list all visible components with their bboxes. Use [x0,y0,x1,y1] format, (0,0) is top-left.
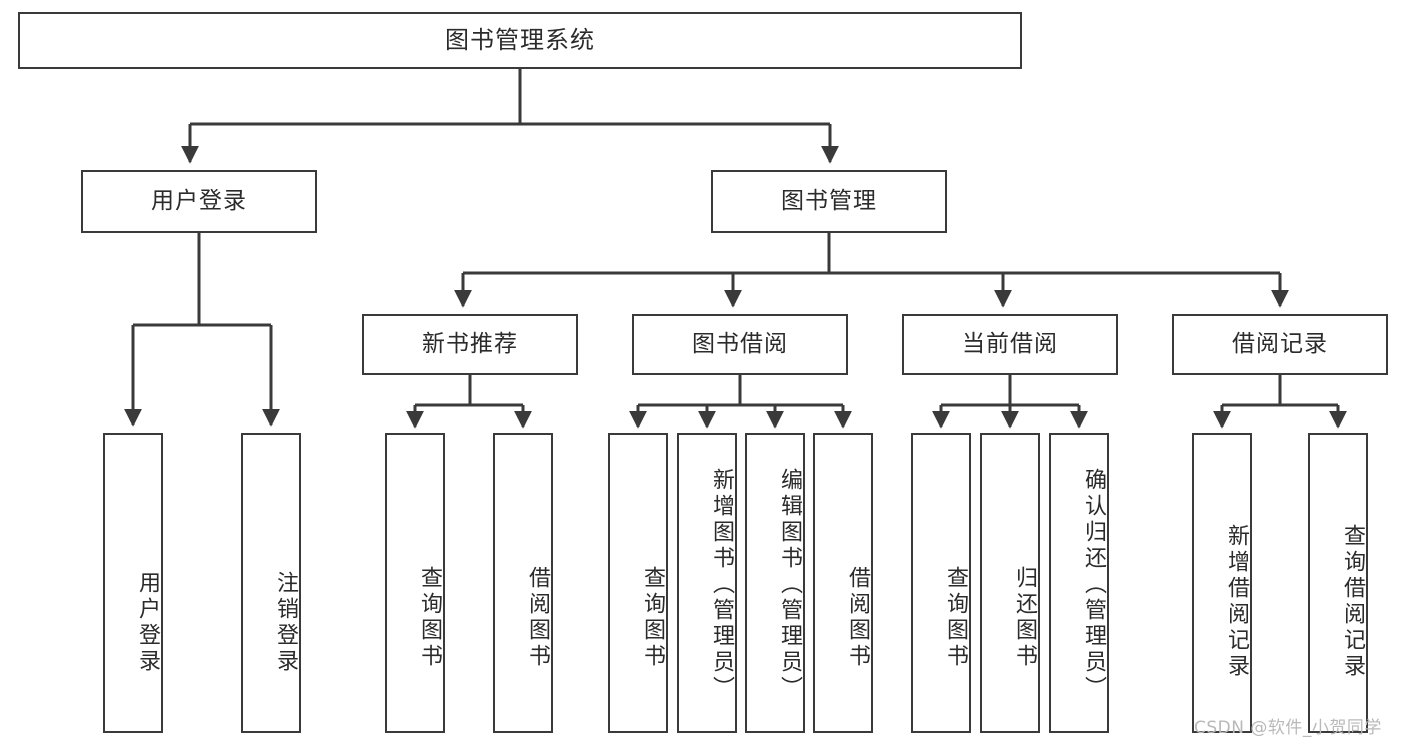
leaf-query-book-1[interactable]: 查询图书 [385,433,445,733]
leaf-borrow-book-1[interactable]: 借阅图书 [493,433,553,733]
node-new-book-recommend[interactable]: 新书推荐 [362,314,578,375]
node-current-borrow[interactable]: 当前借阅 [902,314,1118,375]
leaf-query-book-3[interactable]: 查询图书 [911,433,971,733]
leaf-user-login[interactable]: 用户登录 [103,433,163,733]
node-user-login[interactable]: 用户登录 [81,170,317,233]
edges [124,68,1347,429]
leaf-add-book[interactable]: 新增图书（管理员） [677,433,737,733]
leaf-query-record[interactable]: 查询借阅记录 [1308,433,1368,733]
leaf-query-book-2[interactable]: 查询图书 [608,433,668,733]
leaf-confirm-return[interactable]: 确认归还（管理员） [1049,433,1109,733]
node-root[interactable]: 图书管理系统 [18,12,1022,69]
leaf-add-record[interactable]: 新增借阅记录 [1192,433,1252,733]
leaf-logout-login[interactable]: 注销登录 [241,433,301,733]
leaf-return-book[interactable]: 归还图书 [980,433,1040,733]
leaf-borrow-book-2[interactable]: 借阅图书 [813,433,873,733]
node-borrow-record[interactable]: 借阅记录 [1172,314,1388,375]
node-book-borrow[interactable]: 图书借阅 [632,314,848,375]
node-book-management[interactable]: 图书管理 [711,170,947,233]
leaf-edit-book[interactable]: 编辑图书（管理员） [745,433,805,733]
